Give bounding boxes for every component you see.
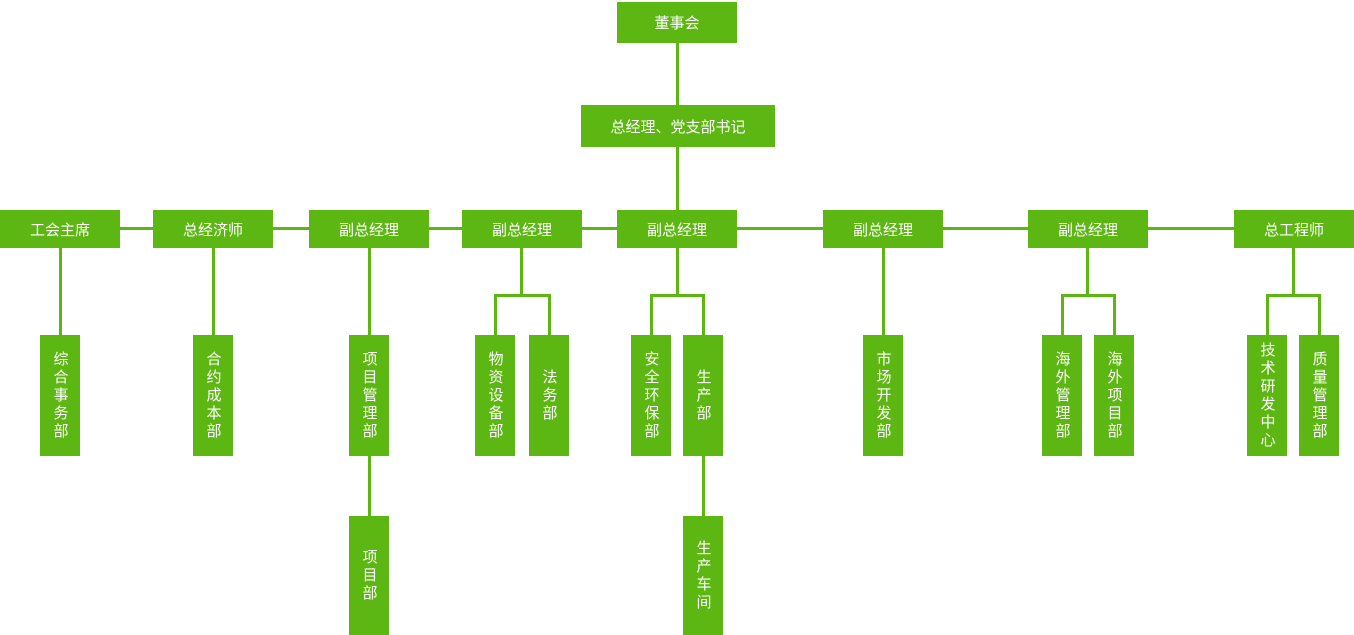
connector-dgm5-overseas-mgmt bbox=[1061, 294, 1064, 335]
org-node-contract-cost[interactable]: 合约成本部 bbox=[193, 335, 233, 456]
org-node-general-affairs[interactable]: 综合事务部 bbox=[40, 335, 80, 456]
org-node-union-chairman-label: 工会主席 bbox=[29, 220, 90, 239]
org-node-safety-environment-label: 安全环保部 bbox=[642, 350, 661, 441]
org-node-deputy-gm-2[interactable]: 副总经理 bbox=[462, 210, 582, 248]
org-node-chief-economist-label: 总经济师 bbox=[182, 220, 243, 239]
org-node-quality-management-label: 质量管理部 bbox=[1310, 350, 1329, 441]
connector-dgm3-safety bbox=[650, 294, 653, 335]
connector-dgm2-bar bbox=[494, 294, 551, 297]
org-node-deputy-gm-1[interactable]: 副总经理 bbox=[309, 210, 429, 248]
org-node-deputy-gm-4[interactable]: 副总经理 bbox=[823, 210, 943, 248]
org-node-board-label: 董事会 bbox=[654, 14, 700, 32]
org-node-materials-equipment-label: 物资设备部 bbox=[486, 350, 505, 441]
connector-dgm5-stem bbox=[1086, 248, 1089, 297]
org-node-gm-party-secretary-label: 总经理、党支部书记 bbox=[610, 117, 746, 136]
org-node-project-dept[interactable]: 项目部 bbox=[349, 516, 389, 635]
org-node-deputy-gm-1-label: 副总经理 bbox=[338, 220, 399, 239]
org-node-deputy-gm-2-label: 副总经理 bbox=[491, 220, 552, 239]
connector-chiefeng-quality bbox=[1318, 294, 1321, 335]
org-node-deputy-gm-5[interactable]: 副总经理 bbox=[1028, 210, 1148, 248]
org-node-legal[interactable]: 法务部 bbox=[529, 335, 569, 456]
org-node-tech-rd-center[interactable]: 技术研发中心 bbox=[1247, 335, 1287, 456]
org-node-chief-engineer[interactable]: 总工程师 bbox=[1234, 210, 1354, 248]
connector-chiefeng-bar bbox=[1266, 294, 1321, 297]
org-node-overseas-project-label: 海外项目部 bbox=[1105, 350, 1124, 441]
org-node-safety-environment[interactable]: 安全环保部 bbox=[631, 335, 671, 456]
org-node-contract-cost-label: 合约成本部 bbox=[204, 350, 223, 441]
org-node-chief-economist[interactable]: 总经济师 bbox=[153, 210, 273, 248]
org-node-tech-rd-center-label: 技术研发中心 bbox=[1258, 341, 1277, 450]
connector-dgm5-overseas-project bbox=[1113, 294, 1116, 335]
org-node-production-label: 生产部 bbox=[694, 368, 713, 423]
connector-dgm5-bar bbox=[1061, 294, 1116, 297]
org-node-deputy-gm-4-label: 副总经理 bbox=[852, 220, 913, 239]
connector-chiefeng-stem bbox=[1292, 248, 1295, 297]
org-node-overseas-project[interactable]: 海外项目部 bbox=[1094, 335, 1134, 456]
org-node-union-chairman[interactable]: 工会主席 bbox=[0, 210, 120, 248]
connector-production-workshop bbox=[702, 456, 705, 516]
org-node-quality-management[interactable]: 质量管理部 bbox=[1299, 335, 1339, 456]
connector-dgm4-market-development bbox=[882, 248, 885, 335]
connector-dgm3-bar bbox=[650, 294, 705, 297]
connector-chiefeng-techrd bbox=[1266, 294, 1269, 335]
org-node-market-development[interactable]: 市场开发部 bbox=[863, 335, 903, 456]
org-node-overseas-management[interactable]: 海外管理部 bbox=[1042, 335, 1082, 456]
connector-projectmgmt-projectdept bbox=[368, 456, 371, 516]
org-node-production-workshop-label: 生产车间 bbox=[694, 539, 713, 612]
connector-dgm1-project-management bbox=[368, 248, 371, 335]
org-node-project-dept-label: 项目部 bbox=[360, 548, 379, 603]
connector-dgm3-stem bbox=[676, 248, 679, 297]
connector-gm-row3 bbox=[676, 147, 679, 210]
org-node-legal-label: 法务部 bbox=[540, 368, 559, 423]
connector-dgm2-legal bbox=[548, 294, 551, 335]
connector-union-general-affairs bbox=[59, 248, 62, 335]
org-node-deputy-gm-3-label: 副总经理 bbox=[646, 220, 707, 239]
org-node-materials-equipment[interactable]: 物资设备部 bbox=[475, 335, 515, 456]
org-node-board[interactable]: 董事会 bbox=[617, 2, 737, 43]
org-node-overseas-management-label: 海外管理部 bbox=[1053, 350, 1072, 441]
connector-dgm2-stem bbox=[520, 248, 523, 297]
org-node-market-development-label: 市场开发部 bbox=[874, 350, 893, 441]
connector-dgm3-production bbox=[702, 294, 705, 335]
org-node-chief-engineer-label: 总工程师 bbox=[1263, 220, 1324, 239]
org-node-general-affairs-label: 综合事务部 bbox=[51, 350, 70, 441]
connector-economist-contract-cost bbox=[212, 248, 215, 335]
connector-dgm2-materials bbox=[494, 294, 497, 335]
connector-board-gm bbox=[676, 43, 679, 105]
org-node-deputy-gm-3[interactable]: 副总经理 bbox=[617, 210, 737, 248]
org-node-gm-party-secretary[interactable]: 总经理、党支部书记 bbox=[581, 105, 775, 147]
org-node-project-management-label: 项目管理部 bbox=[360, 350, 379, 441]
org-node-production[interactable]: 生产部 bbox=[683, 335, 723, 456]
org-node-deputy-gm-5-label: 副总经理 bbox=[1057, 220, 1118, 239]
org-node-project-management[interactable]: 项目管理部 bbox=[349, 335, 389, 456]
org-node-production-workshop[interactable]: 生产车间 bbox=[683, 516, 723, 635]
